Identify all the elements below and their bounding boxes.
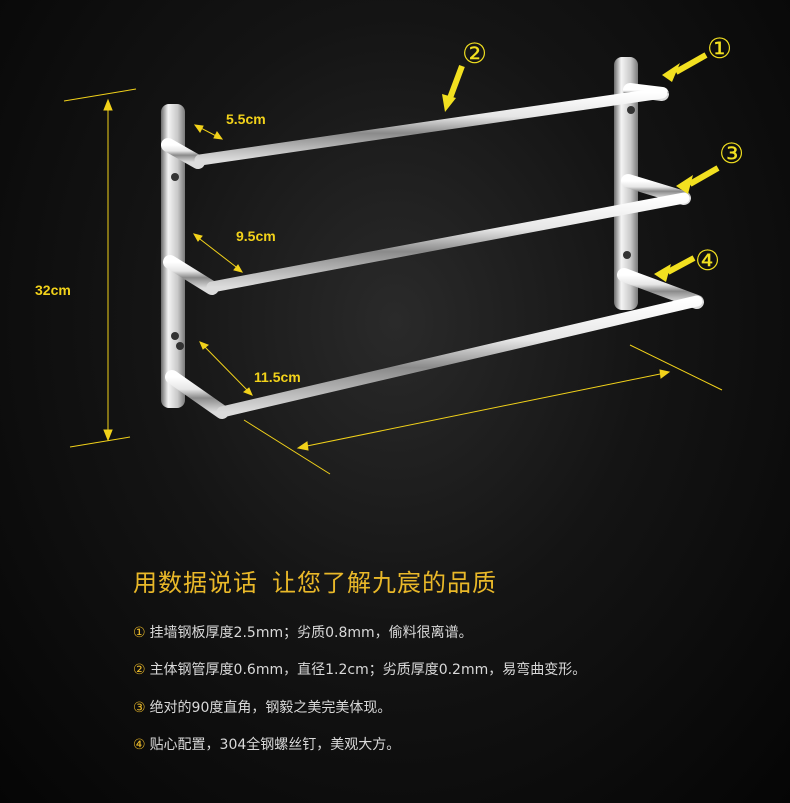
- middle-depth-label: 9.5cm: [236, 228, 276, 244]
- headline: 用数据说话让您了解九宸的品质: [133, 563, 497, 598]
- top-bar-arm-left: [161, 138, 205, 169]
- headline-part-2: 让您了解九宸的品质: [272, 569, 497, 597]
- marker-1-label: ①: [707, 32, 732, 65]
- middle-bar-tube: [206, 192, 690, 293]
- marker-3-label: ③: [719, 137, 744, 170]
- towel-rack-product-image: 32cm 5.5cm 9.5cm 11.5cm ② ① ③ ④: [35, 32, 744, 475]
- spec-text-3: 绝对的90度直角，钢毅之美完美体现。: [149, 700, 392, 716]
- bottom-bar-tube: [216, 295, 703, 418]
- arrow-4: [666, 255, 696, 275]
- left-plate-screw-hole: [171, 332, 179, 340]
- height-label: 32cm: [35, 282, 71, 298]
- arrow-3: [688, 165, 720, 187]
- spec-marker-1: ①: [133, 625, 146, 641]
- dimension-lines: [63, 88, 723, 475]
- spec-marker-4: ④: [133, 737, 146, 753]
- marker-4-label: ④: [695, 244, 720, 277]
- arrow-2: [447, 64, 465, 100]
- top-bar-tube: [194, 87, 668, 166]
- spec-marker-3: ③: [133, 700, 146, 716]
- bottom-bar-arm-left: [165, 370, 229, 419]
- middle-depth-dimension-line: [195, 235, 241, 271]
- headline-part-1: 用数据说话: [133, 569, 258, 597]
- marker-2-label: ②: [462, 37, 487, 70]
- arrow-1: [674, 52, 708, 75]
- bottom-depth-label: 11.5cm: [254, 369, 301, 385]
- top-depth-label: 5.5cm: [226, 111, 266, 127]
- width-dimension-line: [301, 372, 666, 448]
- spec-text-1: 挂墙钢板厚度2.5mm；劣质0.8mm，偷料很离谱。: [149, 625, 473, 641]
- middle-bar-arm-left: [163, 255, 219, 295]
- bottom-depth-dimension-line: [201, 343, 251, 394]
- pointer-arrows: [442, 52, 720, 282]
- spec-text-4: 贴心配置，304全钢螺丝钉，美观大方。: [149, 737, 401, 753]
- right-plate-screw-hole: [623, 251, 631, 259]
- right-plate-screw-hole: [627, 106, 635, 114]
- spec-marker-2: ②: [133, 662, 146, 678]
- left-plate-screw-hole: [171, 173, 179, 181]
- spec-text-2: 主体钢管厚度0.6mm，直径1.2cm；劣质厚度0.2mm，易弯曲变形。: [149, 662, 587, 678]
- bottom-bar-arm-right: [617, 268, 704, 309]
- left-plate-screw-hole: [176, 342, 184, 350]
